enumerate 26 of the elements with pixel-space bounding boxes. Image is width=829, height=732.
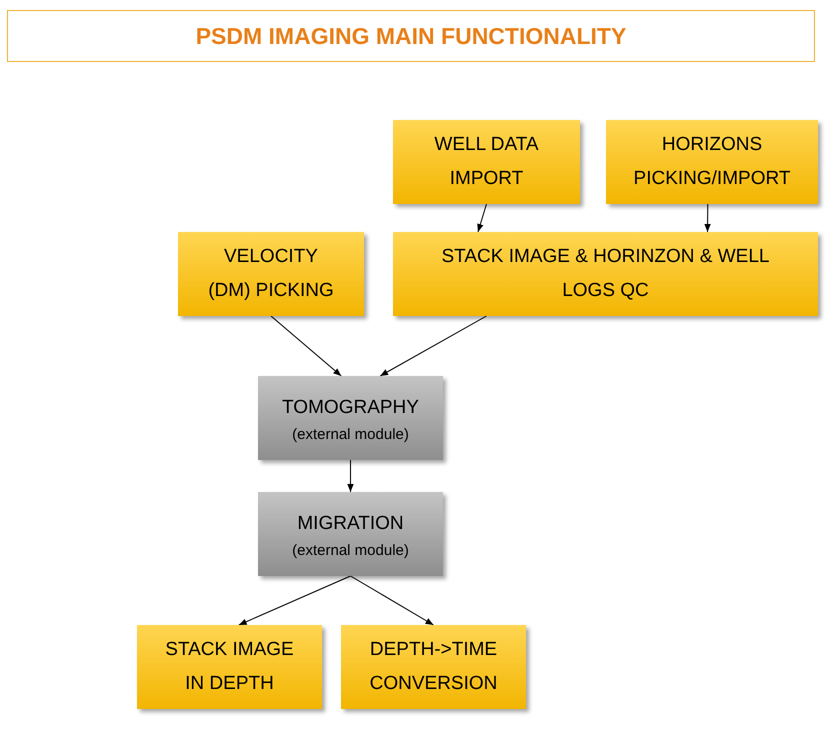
- node-label: STACK IMAGE & HORINZON & WELL LOGS QC: [440, 245, 770, 303]
- process-box: [393, 232, 818, 316]
- module-box: [258, 492, 443, 576]
- node-label: DEPTH->TIME CONVERSION: [368, 638, 498, 696]
- node-note: (external module): [292, 541, 409, 561]
- arrow: [238, 576, 351, 626]
- title: PSDM IMAGING MAIN FUNCTIONALITY: [196, 22, 626, 50]
- node-label: MIGRATION: [297, 512, 404, 536]
- arrow: [350, 576, 434, 626]
- node-label: HORIZONS PICKING/IMPORT: [632, 133, 792, 191]
- process-box: [393, 120, 580, 204]
- node-label: TOMOGRAPHY: [282, 396, 419, 420]
- node-label: VELOCITY (DM) PICKING: [208, 245, 334, 303]
- node-note: (external module): [292, 425, 409, 445]
- process-box: [178, 232, 364, 316]
- arrow: [270, 316, 342, 376]
- arrow: [704, 204, 711, 232]
- node-label: WELL DATA IMPORT: [433, 133, 540, 191]
- node-label: STACK IMAGE IN DEPTH: [164, 638, 295, 696]
- process-box: [137, 625, 322, 709]
- arrow: [477, 204, 487, 232]
- process-box: [341, 625, 526, 709]
- arrow: [347, 460, 354, 492]
- process-box: [606, 120, 818, 204]
- arrow: [380, 316, 487, 376]
- module-box: [258, 376, 443, 460]
